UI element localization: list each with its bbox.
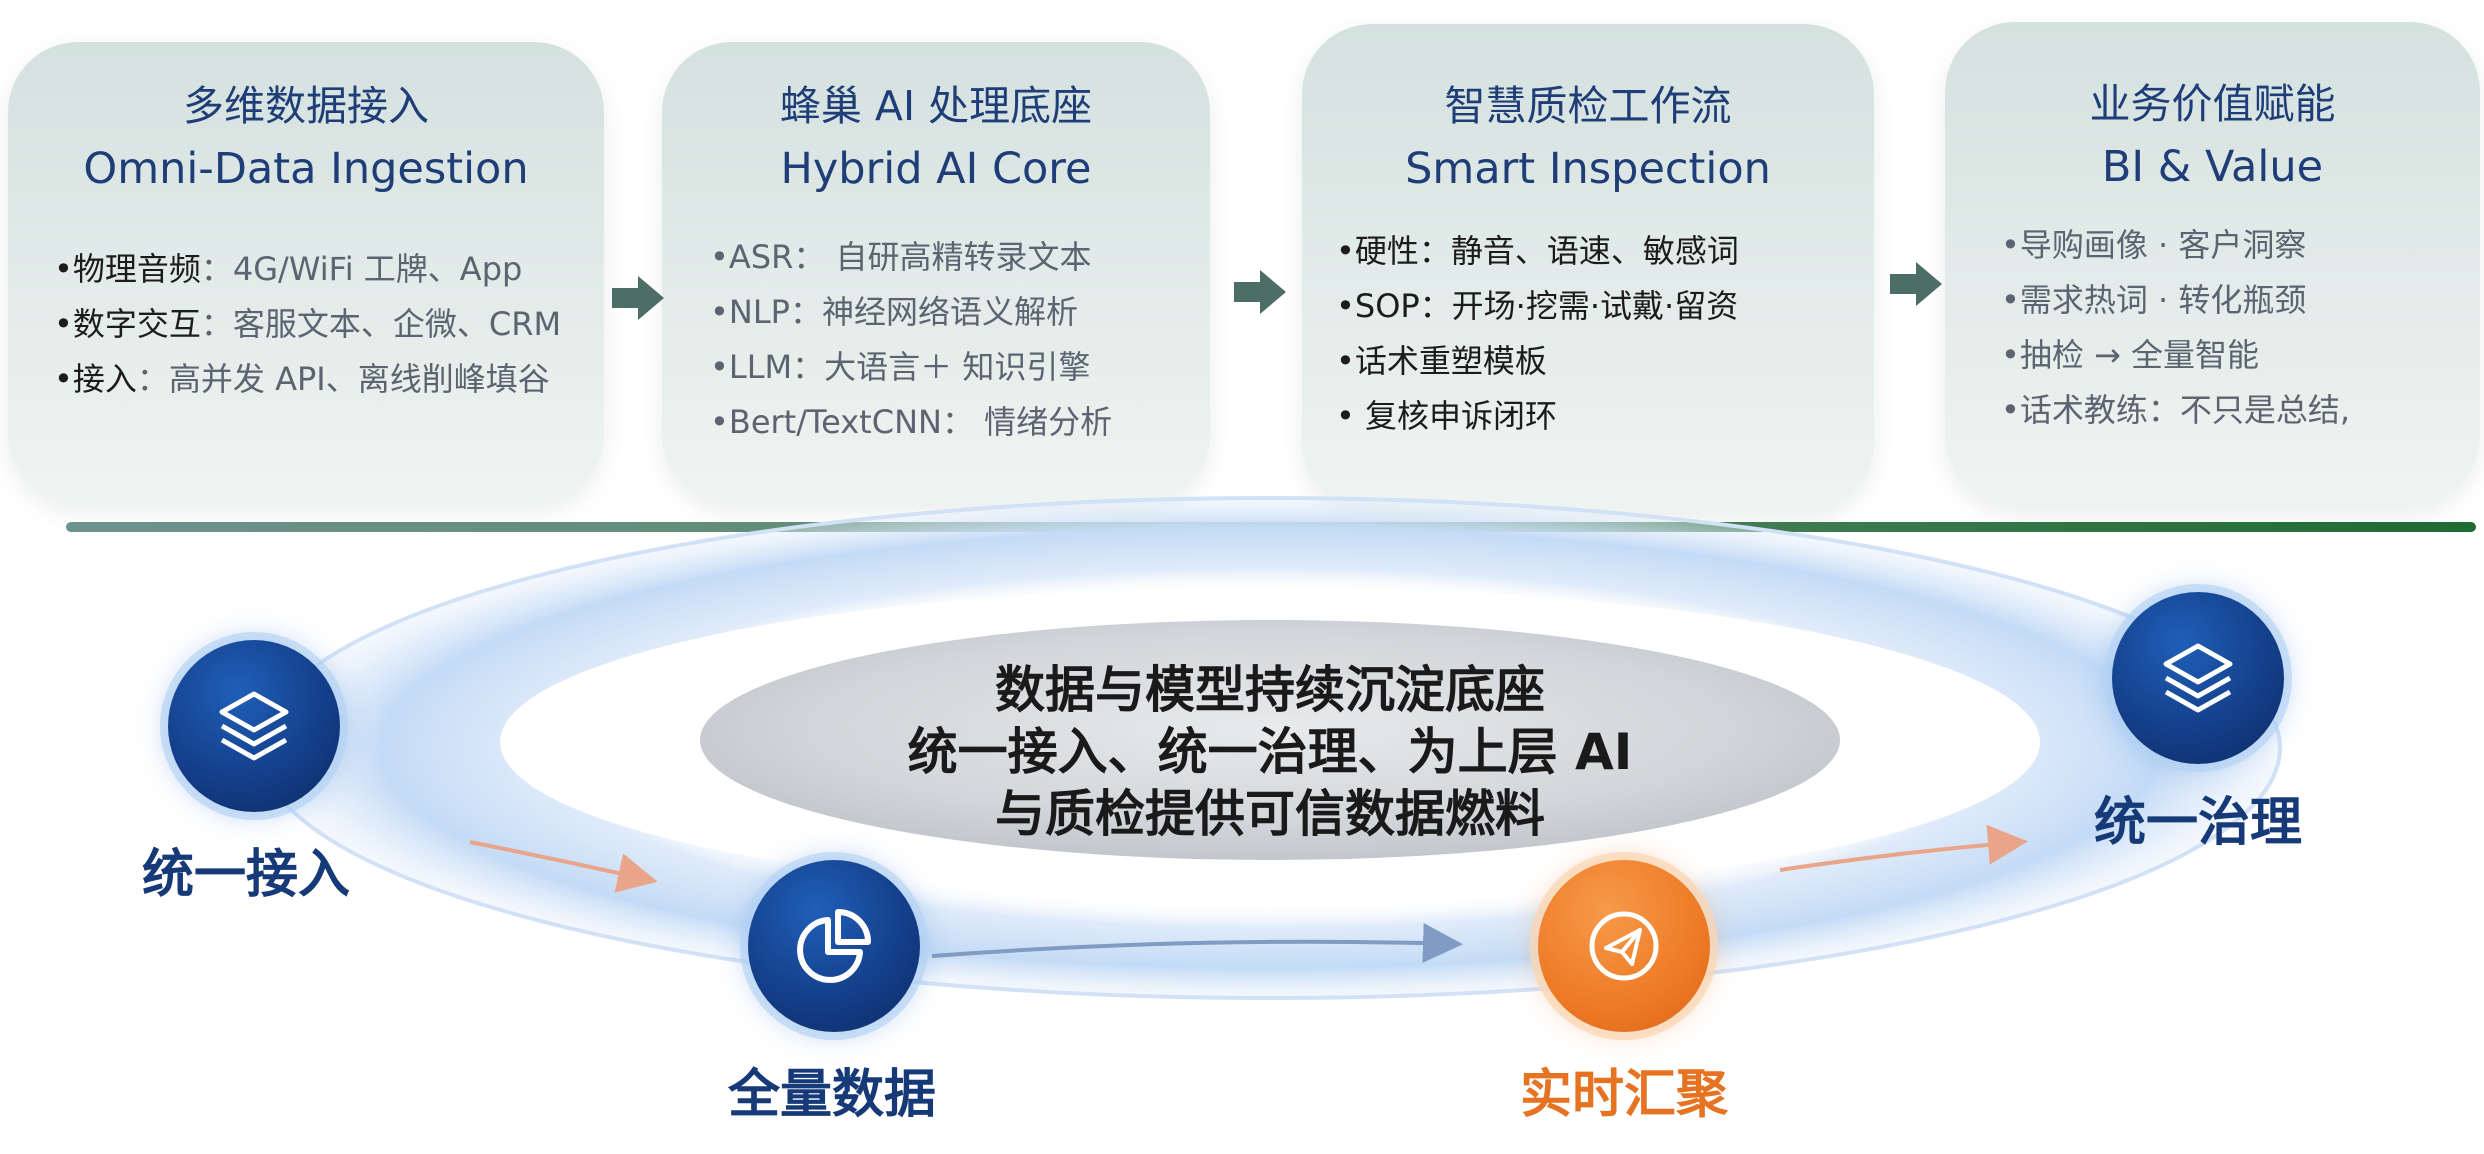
- card-item: •需求热词 · 转化瓶颈: [2001, 281, 2307, 319]
- card-title-cn: 业务价值赋能: [2089, 80, 2336, 128]
- card-item: •Bert/TextCNN： 情绪分析: [710, 403, 1113, 441]
- card-item: •接入：高并发 API、离线削峰填谷: [54, 360, 550, 398]
- flow-arrow-2: [1234, 270, 1286, 314]
- node-govern: [2112, 592, 2284, 764]
- card-item: •硬性：静音、语速、敏感词: [1336, 232, 1739, 270]
- card-item: •LLM：大语言＋ 知识引擎: [710, 348, 1091, 386]
- node-full-data: [748, 860, 920, 1032]
- card-item: •话术重塑模板: [1336, 342, 1547, 380]
- node-label-full-data: 全量数据: [728, 1065, 937, 1125]
- layers-icon: [219, 691, 289, 761]
- flow-arrow-realtime-to-govern: [1779, 824, 2028, 872]
- card-item-list: •导购画像 · 客户洞察 •需求热词 · 转化瓶颈 •抽检 → 全量智能 •话术…: [2001, 218, 2350, 438]
- flow-arrow-data-to-realtime: [931, 923, 1463, 963]
- center-line-1: 数据与模型持续沉淀底座: [995, 661, 1545, 719]
- card-title-en: Omni-Data Ingestion: [83, 144, 529, 194]
- card-title-en: Hybrid AI Core: [780, 144, 1092, 194]
- card-item: •导购画像 · 客户洞察: [2001, 226, 2307, 264]
- card-item: •SOP：开场·挖需·试戴·留资: [1336, 287, 1739, 325]
- node-label-ingest: 统一接入: [142, 845, 351, 905]
- layers-icon: [2163, 643, 2233, 713]
- card-title-cn: 智慧质检工作流: [1444, 82, 1732, 130]
- card-title-en: Smart Inspection: [1405, 144, 1771, 194]
- card-item: • 复核申诉闭环: [1336, 397, 1558, 435]
- card-title-cn: 蜂巢 AI 处理底座: [779, 82, 1093, 130]
- card-data-ingestion: 多维数据接入 Omni-Data Ingestion •物理音频：4G/WiFi…: [8, 42, 604, 504]
- card-item-list: •物理音频：4G/WiFi 工牌、App •数字交互：客服文本、企微、CRM •…: [54, 242, 561, 407]
- flow-arrow-ingest-to-data: [469, 840, 658, 893]
- flow-arrow-1: [612, 276, 664, 320]
- center-line-2: 统一接入、统一治理、为上层 AI: [907, 723, 1633, 781]
- paper-plane-icon: [1589, 911, 1659, 981]
- card-ai-core: 蜂巢 AI 处理底座 Hybrid AI Core •ASR： 自研高精转录文本…: [662, 42, 1210, 504]
- pie-chart-icon: [797, 909, 871, 983]
- card-item-list: •ASR： 自研高精转录文本 •NLP：神经网络语义解析 •LLM：大语言＋ 知…: [710, 230, 1112, 450]
- card-item: •ASR： 自研高精转录文本: [710, 238, 1092, 276]
- card-item: •抽检 → 全量智能: [2001, 336, 2260, 374]
- card-smart-inspection: 智慧质检工作流 Smart Inspection •硬性：静音、语速、敏感词 •…: [1302, 24, 1874, 512]
- center-line-3: 与质检提供可信数据燃料: [995, 785, 1545, 843]
- card-title-en: BI & Value: [2101, 142, 2324, 192]
- card-item-list: •硬性：静音、语速、敏感词 •SOP：开场·挖需·试戴·留资 •话术重塑模板 •…: [1336, 224, 1739, 444]
- card-item: •话术教练：不只是总结,: [2001, 391, 2351, 429]
- card-bi-value: 业务价值赋能 BI & Value •导购画像 · 客户洞察 •需求热词 · 转…: [1945, 22, 2480, 506]
- inner-ellipse: [700, 620, 1840, 860]
- card-title-cn: 多维数据接入: [183, 82, 429, 130]
- card-item: •物理音频：4G/WiFi 工牌、App: [54, 250, 523, 288]
- node-realtime: [1538, 860, 1710, 1032]
- node-label-govern: 统一治理: [2094, 793, 2303, 853]
- card-item: •数字交互：客服文本、企微、CRM: [54, 305, 562, 343]
- node-ingest: [168, 640, 340, 812]
- flow-arrow-3: [1890, 262, 1942, 306]
- node-label-realtime: 实时汇聚: [1520, 1065, 1729, 1125]
- card-item: •NLP：神经网络语义解析: [710, 293, 1078, 331]
